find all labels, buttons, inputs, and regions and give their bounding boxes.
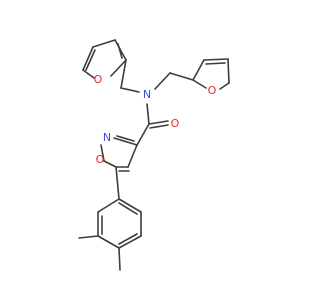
bond — [118, 198, 142, 213]
bond — [78, 235, 99, 239]
structure-diagram: O N O N O O — [78, 39, 230, 271]
bond — [192, 79, 207, 89]
bond — [118, 235, 142, 249]
atom-label-oxygen: O — [96, 153, 105, 166]
atom-label-nitrogen: N — [143, 88, 151, 101]
bond — [113, 137, 138, 146]
bond — [103, 160, 117, 168]
bond — [117, 43, 123, 59]
bond — [85, 49, 96, 71]
bond — [118, 247, 121, 271]
bond — [82, 69, 95, 79]
bond — [110, 59, 127, 77]
bond — [169, 72, 194, 81]
bond — [116, 135, 135, 142]
bond — [205, 62, 226, 65]
bond — [97, 235, 120, 249]
bond — [100, 144, 105, 162]
atom-label-oxygen: O — [94, 73, 103, 86]
molecule-drawing: O N O N O O — [78, 39, 230, 271]
bond — [115, 166, 120, 200]
bond — [227, 58, 230, 84]
bond — [92, 39, 116, 48]
bond — [219, 82, 230, 90]
bond — [136, 123, 150, 146]
bond — [82, 46, 94, 71]
bond — [146, 103, 150, 125]
bond — [148, 120, 169, 125]
atom-label-oxygen: O — [208, 84, 217, 97]
bond — [203, 58, 229, 61]
bond — [149, 124, 169, 129]
bond — [97, 198, 120, 213]
bond — [127, 144, 138, 168]
bond — [118, 233, 138, 245]
bonds — [78, 39, 230, 271]
bond — [192, 59, 205, 81]
bond — [120, 59, 127, 89]
bond — [154, 72, 171, 90]
bond — [120, 87, 140, 93]
bond — [118, 202, 138, 215]
atom-label-nitrogen: N — [103, 131, 111, 144]
atom-labels: O N O N O O — [94, 73, 217, 166]
atom-label-oxygen: O — [171, 117, 180, 130]
